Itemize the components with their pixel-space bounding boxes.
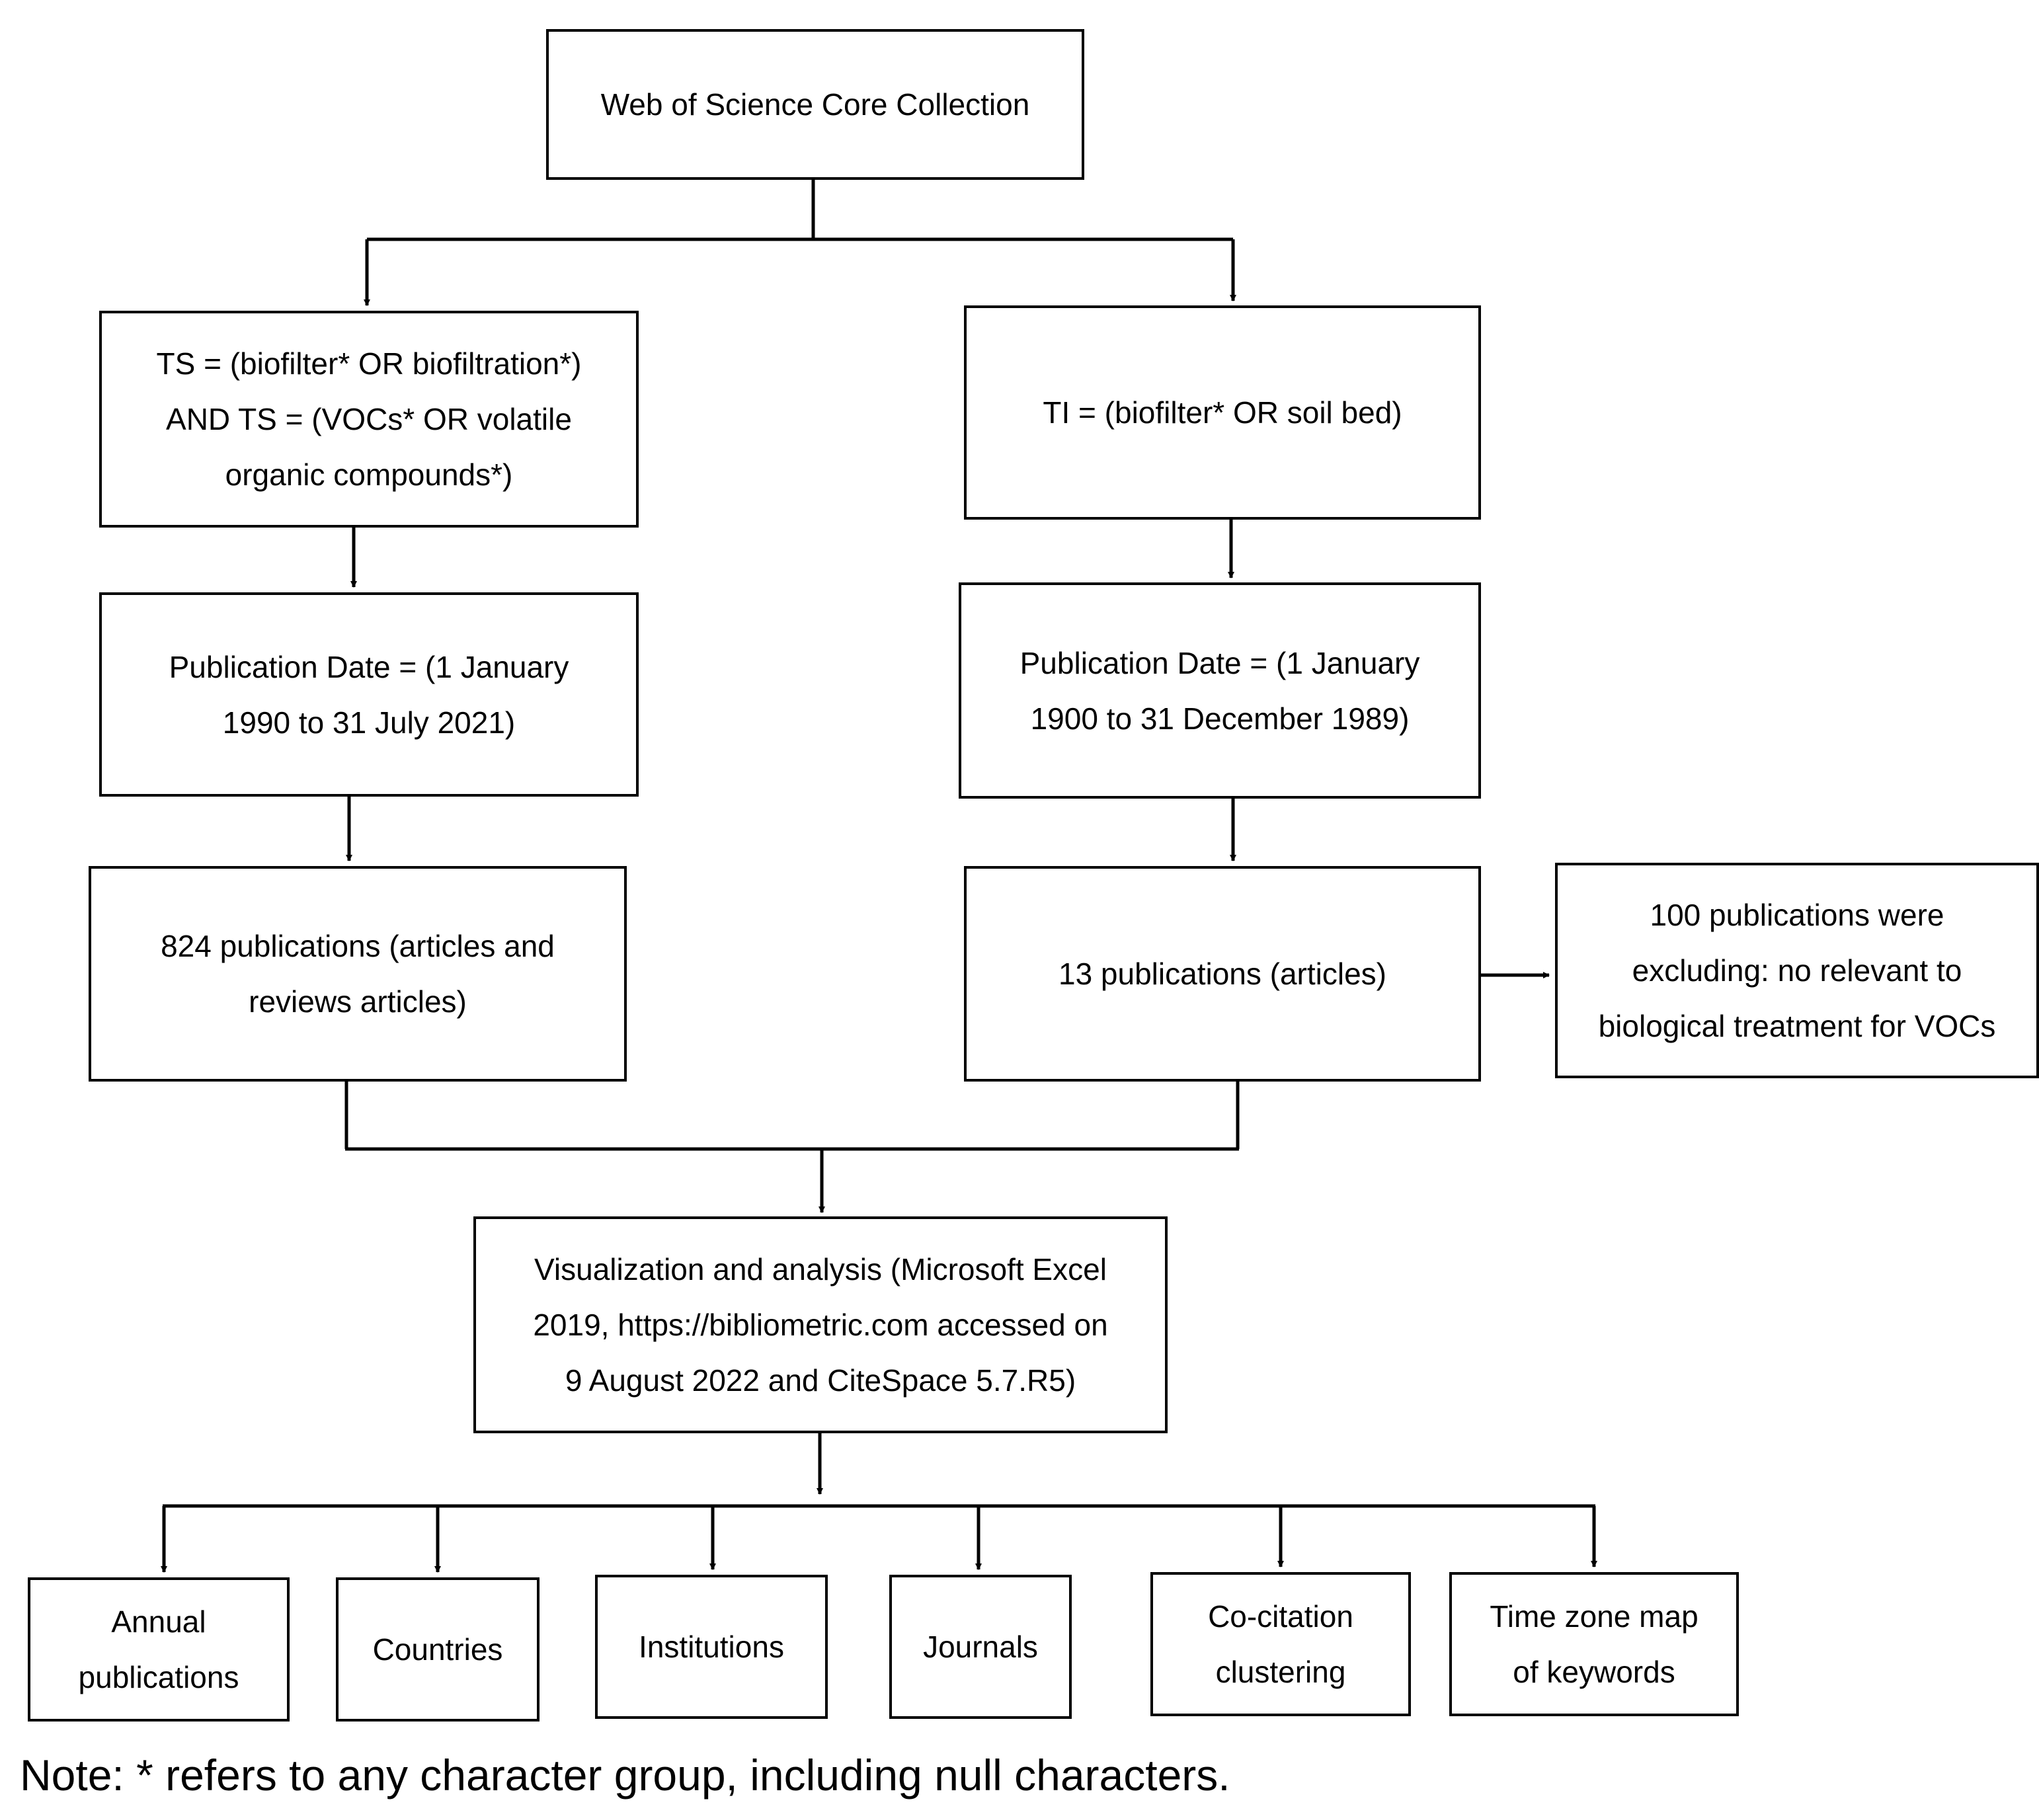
box-query-left: TS = (biofilter* OR biofiltration*) AND … — [99, 311, 639, 528]
label-out-cocitation: Co-citation clustering — [1208, 1599, 1353, 1689]
label-source: Web of Science Core Collection — [600, 87, 1030, 122]
footnote: Note: * refers to any character group, i… — [20, 1751, 1230, 1800]
label-result-left: 824 publications (articles and reviews a… — [161, 929, 555, 1019]
label-out-institutions: Institutions — [639, 1630, 784, 1664]
label-excluded: 100 publications were excluding: no rele… — [1598, 898, 1996, 1043]
label-query-left: TS = (biofilter* OR biofiltration*) AND … — [156, 346, 582, 492]
box-out-countries: Countries — [336, 1577, 540, 1721]
box-excluded: 100 publications were excluding: no rele… — [1555, 863, 2039, 1078]
label-out-countries: Countries — [372, 1632, 503, 1667]
label-query-right: TI = (biofilter* OR soil bed) — [1043, 395, 1402, 430]
box-result-right: 13 publications (articles) — [964, 866, 1481, 1082]
label-result-right: 13 publications (articles) — [1058, 957, 1386, 991]
label-date-right: Publication Date = (1 January 1900 to 31… — [1020, 645, 1420, 736]
box-out-annual: Annual publications — [28, 1577, 290, 1721]
label-analysis: Visualization and analysis (Microsoft Ex… — [533, 1252, 1108, 1398]
box-out-institutions: Institutions — [595, 1575, 828, 1719]
box-date-right: Publication Date = (1 January 1900 to 31… — [959, 582, 1481, 799]
label-out-annual: Annual publications — [78, 1604, 239, 1694]
label-date-left: Publication Date = (1 January 1990 to 31… — [169, 649, 569, 740]
box-analysis: Visualization and analysis (Microsoft Ex… — [473, 1216, 1168, 1433]
box-out-cocitation: Co-citation clustering — [1150, 1572, 1411, 1716]
label-out-journals: Journals — [923, 1630, 1038, 1664]
box-query-right: TI = (biofilter* OR soil bed) — [964, 305, 1481, 520]
box-out-timezone: Time zone map of keywords — [1449, 1572, 1739, 1716]
box-date-left: Publication Date = (1 January 1990 to 31… — [99, 592, 639, 797]
box-out-journals: Journals — [889, 1575, 1072, 1719]
box-result-left: 824 publications (articles and reviews a… — [89, 866, 627, 1082]
label-out-timezone: Time zone map of keywords — [1490, 1599, 1699, 1689]
box-source: Web of Science Core Collection — [546, 29, 1084, 180]
